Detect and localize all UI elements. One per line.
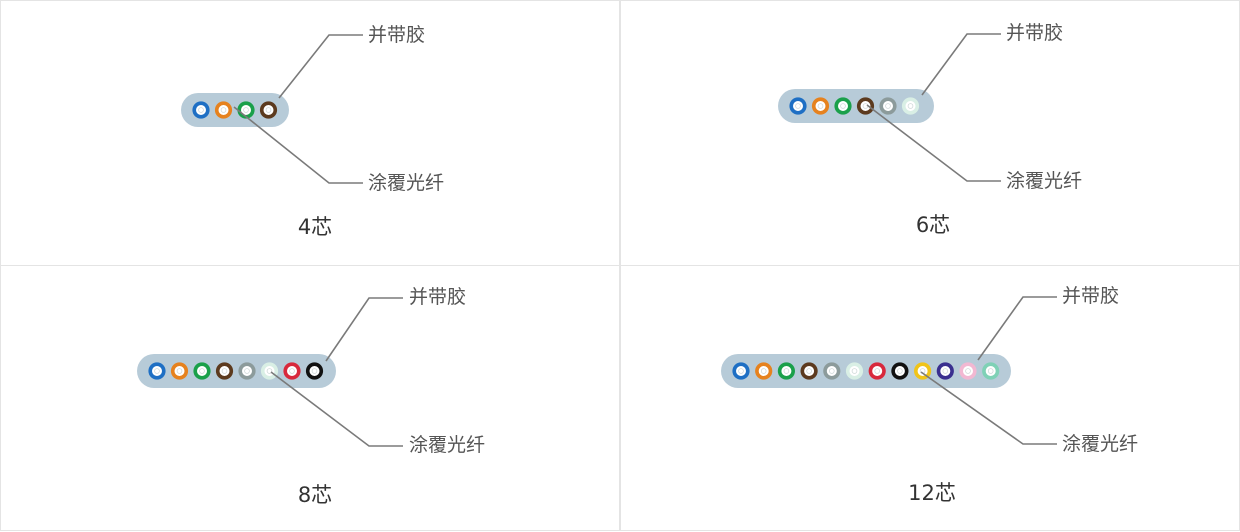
- fiber-core: [987, 368, 994, 374]
- fiber-core: [221, 368, 228, 374]
- fiber-label: 涂覆光纤: [368, 172, 445, 194]
- fiber-core: [311, 368, 318, 374]
- fiber-core: [897, 368, 903, 374]
- fiber-leader-line: [866, 104, 1001, 182]
- fiber-core: [243, 107, 249, 113]
- panel-caption: 6芯: [915, 213, 951, 237]
- panel-4-core: 并带胶 涂覆光纤 4芯: [0, 0, 620, 266]
- ribbon-label: 并带胶: [1062, 285, 1120, 307]
- fiber-core: [885, 103, 891, 109]
- fiber-coating: [259, 101, 278, 119]
- fiber-core: [806, 368, 812, 374]
- ribbon-diagram-8: [137, 297, 403, 447]
- fiber-core: [840, 103, 846, 109]
- fiber-coating: [732, 362, 750, 380]
- fiber-coating: [192, 101, 210, 119]
- fiber-core: [265, 107, 272, 113]
- fiber-core: [942, 368, 949, 374]
- fiber-coating: [823, 362, 841, 380]
- fiber-coating: [879, 97, 897, 115]
- fiber-coating: [755, 362, 773, 380]
- fiber-label: 涂覆光纤: [1062, 433, 1139, 455]
- ribbon-matrix: [137, 354, 336, 388]
- fiber-label: 涂覆光纤: [409, 434, 486, 456]
- ribbon-diagram-12: [721, 296, 1057, 445]
- fiber-coating: [777, 362, 795, 380]
- fiber-leader-line: [233, 106, 363, 184]
- panel-12-core: 并带胶 涂覆光纤 12芯: [620, 265, 1240, 531]
- fiber-coating: [170, 362, 189, 380]
- fiber-core: [874, 368, 881, 374]
- fiber-leader-line: [270, 371, 403, 447]
- fiber-label: 涂覆光纤: [1006, 170, 1083, 192]
- ribbon-matrix: [778, 89, 934, 123]
- fiber-coating: [811, 97, 830, 115]
- ribbon-leader-line: [977, 296, 1057, 361]
- fiber-coating: [283, 362, 301, 380]
- fiber-coating: [959, 362, 977, 380]
- fiber-coating: [193, 362, 211, 380]
- panel-6-core: 并带胶 涂覆光纤 6芯: [620, 0, 1240, 266]
- fiber-coating: [305, 362, 324, 380]
- fiber-coating: [834, 97, 852, 115]
- fiber-coating: [901, 97, 920, 115]
- fiber-coating: [868, 362, 886, 380]
- fiber-coating: [982, 362, 1000, 380]
- fiber-core: [220, 107, 227, 113]
- fiber-core: [198, 107, 204, 113]
- fiber-core: [154, 368, 160, 374]
- ribbon-matrix: [721, 354, 1011, 388]
- ribbon-leader-line: [278, 34, 363, 99]
- panel-caption: 8芯: [297, 483, 333, 507]
- ribbon-leader-line: [921, 33, 1001, 96]
- fiber-core: [851, 368, 858, 374]
- fiber-core: [244, 368, 250, 374]
- fiber-core: [795, 103, 801, 109]
- fiber-coating: [260, 362, 279, 380]
- fiber-coating: [214, 101, 233, 119]
- fiber-coating: [891, 362, 909, 380]
- fiber-core: [176, 368, 183, 374]
- fiber-coating: [845, 362, 864, 380]
- ribbon-label: 并带胶: [409, 286, 467, 308]
- panel-caption: 4芯: [297, 215, 333, 239]
- fiber-core: [965, 368, 971, 374]
- fiber-coating: [148, 362, 166, 380]
- fiber-core: [738, 368, 744, 374]
- fiber-coating: [856, 97, 875, 115]
- fiber-leader-line: [920, 371, 1057, 445]
- fiber-coating: [800, 362, 818, 380]
- fiber-core: [907, 103, 914, 109]
- fiber-coating: [238, 362, 256, 380]
- fiber-core: [783, 368, 790, 374]
- fiber-core: [199, 368, 205, 374]
- fiber-core: [817, 103, 824, 109]
- panel-8-core: 并带胶 涂覆光纤 8芯: [0, 265, 620, 531]
- fiber-coating: [936, 362, 954, 380]
- fiber-coating: [215, 362, 234, 380]
- ribbon-matrix: [181, 93, 289, 127]
- ribbon-label: 并带胶: [368, 24, 426, 46]
- ribbon-diagram-4: [181, 34, 363, 184]
- panel-caption: 12芯: [908, 481, 956, 505]
- fiber-core: [760, 368, 767, 374]
- fiber-coating: [914, 362, 932, 380]
- fiber-core: [266, 368, 273, 374]
- ribbon-label: 并带胶: [1006, 22, 1064, 44]
- ribbon-diagram-6: [778, 33, 1001, 182]
- ribbon-leader-line: [325, 297, 403, 362]
- fiber-coating: [789, 97, 807, 115]
- fiber-core: [829, 368, 835, 374]
- fiber-core: [289, 368, 295, 374]
